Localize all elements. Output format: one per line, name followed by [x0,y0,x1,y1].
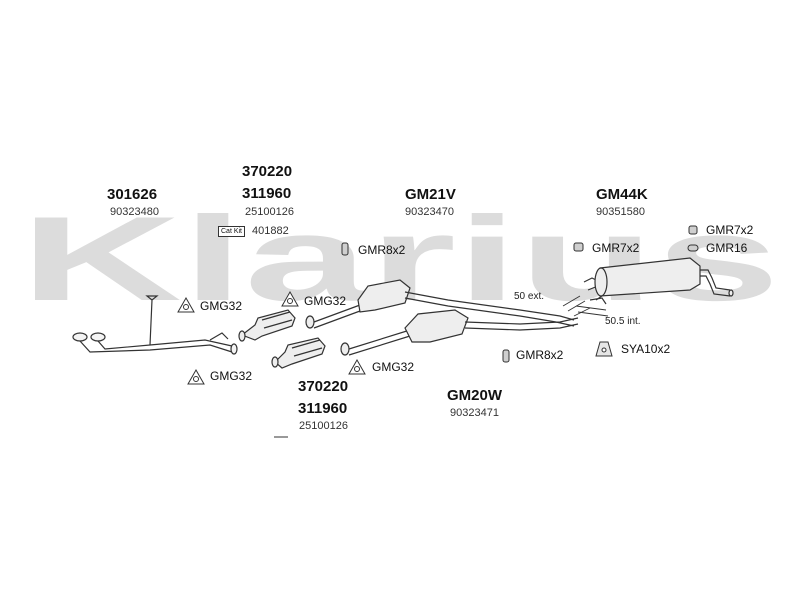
middle-lower-code: GM20W [447,387,503,404]
front-pipe-code: 301626 [107,186,158,203]
gmr7x2-label-right: GMR7x2 [706,223,754,237]
gmg32-label-d: GMG32 [372,360,415,374]
rear-silencer-drawing [583,257,734,305]
sya10x2-label: SYA10x2 [621,342,671,356]
int-note: 50.5 int. [605,316,641,327]
cat-kit-number: 401882 [252,225,289,237]
rubber-mount-icon-gmr16 [687,244,699,252]
middle-upper-code: GM21V [405,186,456,203]
ext-note: 50 ext. [514,291,545,302]
cat-lower-drawing [271,337,326,369]
gmr8x2-label-bottom: GMR8x2 [516,348,564,362]
hanger-icon-sya10x2 [595,341,613,357]
gasket-icon-gmg32-d [348,358,366,375]
rear-code: GM44K [596,186,648,203]
cat-lower-number: 25100126 [299,420,348,432]
rear-number: 90351580 [596,206,645,218]
gmg32-label-a: GMG32 [200,299,243,313]
rubber-mount-icon-gmr7x2-right [688,225,698,235]
middle-upper-drawing [305,279,575,329]
gmr8x2-label-top: GMR8x2 [358,243,406,257]
gasket-icon-gmg32-a [177,296,195,313]
middle-upper-number: 90323470 [405,206,454,218]
cat-upper-code-1: 370220 [242,163,293,180]
rubber-mount-icon-gmr8x2-top [341,242,349,256]
gmg32-label-b: GMG32 [304,294,347,308]
gmr7x2-label-mid: GMR7x2 [592,241,640,255]
joint-markers [562,295,609,317]
cat-lower-code-1: 370220 [298,378,349,395]
gasket-icon-gmg32-b [281,290,299,307]
cat-upper-drawing [238,309,296,342]
gmg32-label-c: GMG32 [210,369,253,383]
rubber-mount-icon-gmr7x2-mid [573,242,584,252]
cat-upper-code-2: 311960 [242,185,292,202]
front-pipe-number: 90323480 [110,206,159,218]
cat-lower-code-2: 311960 [298,400,348,417]
middle-lower-number: 90323471 [450,407,499,419]
middle-lower-drawing [340,309,579,356]
cat-upper-number: 25100126 [245,206,294,218]
cat-kit-label: Cat Kit [218,226,246,237]
gmr16-label: GMR16 [706,241,748,255]
front-pipe-drawing [72,295,238,355]
rubber-mount-icon-gmr8x2-bottom [502,349,510,363]
gasket-icon-gmg32-c [187,368,205,385]
